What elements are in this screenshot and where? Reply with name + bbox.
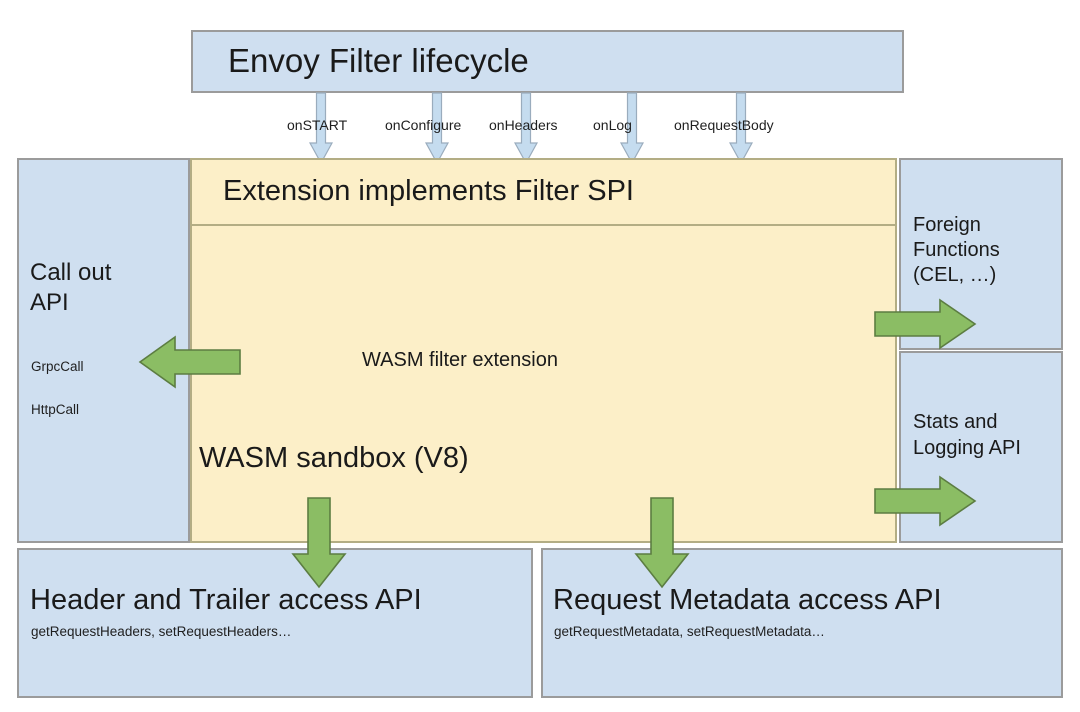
stats-logging-api-arrow bbox=[874, 475, 977, 527]
foreign-functions-title-line3: (CEL, …) bbox=[913, 264, 997, 286]
wasm-filter-extension-label: WASM filter extension bbox=[362, 349, 558, 371]
header-trailer-access-api-arrow bbox=[291, 497, 347, 589]
call-out-api-title-line2: API bbox=[30, 289, 69, 316]
envoy-filter-lifecycle-box bbox=[191, 30, 904, 93]
callout-api-arrow bbox=[138, 335, 241, 389]
lifecycle-hook-label-onstart: onSTART bbox=[287, 117, 348, 133]
request-metadata-access-api-arrow bbox=[634, 497, 690, 589]
page-title: Envoy Filter lifecycle bbox=[228, 42, 529, 79]
lifecycle-hook-label-onlog: onLog bbox=[593, 117, 632, 133]
request-metadata-access-api-panel bbox=[541, 548, 1063, 698]
lifecycle-hook-label-onconfigure: onConfigure bbox=[385, 117, 462, 133]
lifecycle-hook-label-onrequestbody: onRequestBody bbox=[674, 117, 774, 133]
foreign-functions-title-line2: Functions bbox=[913, 239, 1000, 261]
call-out-api-item-grpccall: GrpcCall bbox=[31, 359, 84, 374]
lifecycle-hook-arrow-onconfigure bbox=[424, 92, 450, 165]
header-trailer-access-api-panel bbox=[17, 548, 533, 698]
lifecycle-hook-arrow-onlog bbox=[619, 92, 645, 165]
lifecycle-hook-label-onheaders: onHeaders bbox=[489, 117, 558, 133]
filter-spi-title: Extension implements Filter SPI bbox=[223, 175, 634, 207]
header-trailer-access-api-title: Header and Trailer access API bbox=[30, 584, 422, 616]
foreign-functions-title-line1: Foreign bbox=[913, 214, 981, 236]
stats-logging-api-title-line2: Logging API bbox=[913, 437, 1021, 459]
lifecycle-hook-arrow-onheaders bbox=[513, 92, 539, 165]
header-trailer-access-api-subtitle: getRequestHeaders, setRequestHeaders… bbox=[31, 624, 292, 639]
lifecycle-hook-arrow-onrequestbody bbox=[728, 92, 754, 165]
lifecycle-hook-arrow-onstart bbox=[308, 92, 334, 165]
wasm-sandbox-label: WASM sandbox (V8) bbox=[199, 442, 469, 474]
foreign-functions-arrow bbox=[874, 298, 977, 350]
filter-spi-box bbox=[190, 158, 897, 226]
request-metadata-access-api-subtitle: getRequestMetadata, setRequestMetadata… bbox=[554, 624, 825, 639]
stats-logging-api-title-line1: Stats and bbox=[913, 411, 998, 433]
call-out-api-item-httpcall: HttpCall bbox=[31, 402, 80, 417]
call-out-api-title-line1: Call out bbox=[30, 259, 112, 286]
request-metadata-access-api-title: Request Metadata access API bbox=[553, 584, 942, 616]
